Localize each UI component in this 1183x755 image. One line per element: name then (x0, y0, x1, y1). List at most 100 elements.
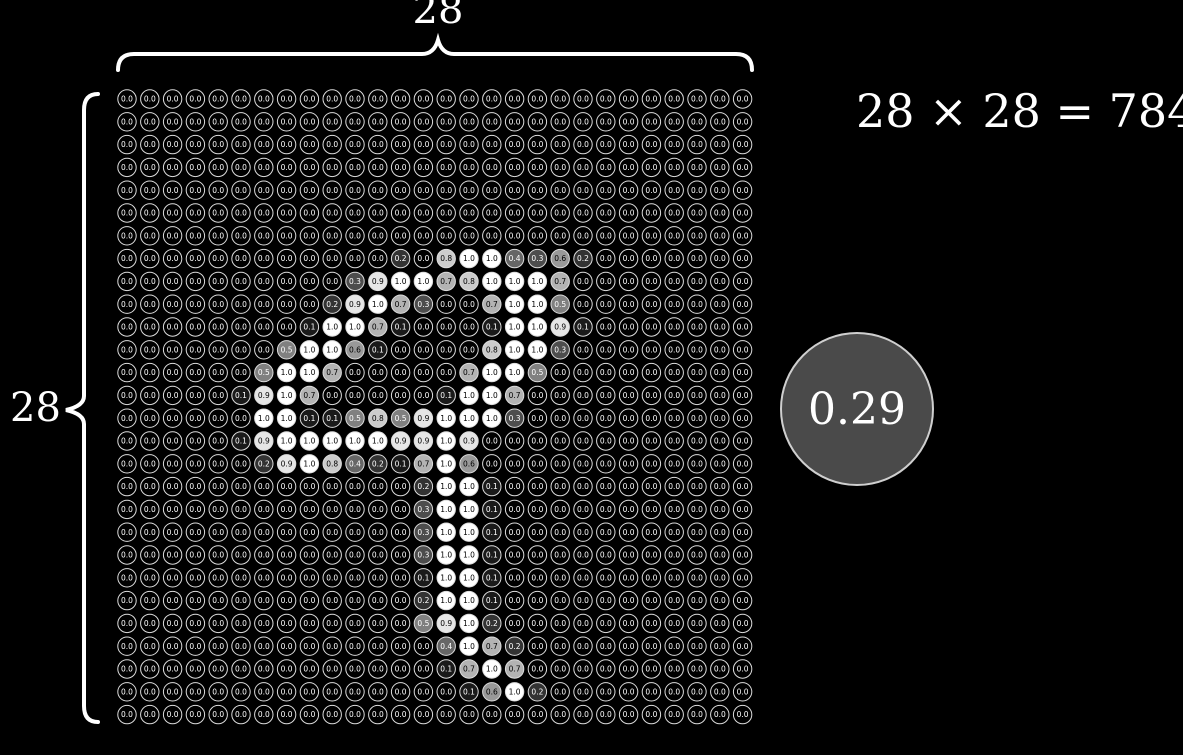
pixel-neuron-value: 0.0 (623, 687, 635, 696)
pixel-neuron-value: 0.0 (417, 368, 429, 377)
pixel-neuron (276, 226, 297, 246)
pixel-neuron-value: 0.0 (600, 414, 612, 423)
pixel-neuron-value: 0.0 (600, 277, 612, 286)
pixel-neuron (208, 203, 228, 223)
pixel-neuron (664, 408, 684, 428)
pixel-neuron-value: 0.6 (463, 459, 475, 468)
pixel-neuron (208, 522, 228, 542)
pixel-neuron (732, 522, 753, 542)
pixel-neuron-value: 0.0 (645, 459, 657, 468)
pixel-neuron (276, 659, 297, 679)
pixel-neuron (322, 590, 342, 611)
pixel-neuron (254, 613, 274, 634)
pixel-neuron-value: 0.0 (668, 642, 680, 651)
pixel-neuron-value: 0.0 (121, 665, 133, 674)
pixel-neuron-value: 0.9 (554, 323, 566, 332)
pixel-neuron-value: 0.0 (600, 163, 612, 172)
pixel-neuron-value: 0.0 (554, 505, 566, 514)
pixel-neuron (550, 408, 570, 428)
pixel-neuron-value: 0.0 (372, 95, 384, 104)
pixel-neuron-value: 0.5 (395, 414, 407, 423)
pixel-neuron (596, 499, 616, 520)
pixel-neuron-value: 0.3 (417, 505, 429, 514)
pixel-neuron (550, 248, 570, 269)
pixel-neuron (596, 568, 616, 588)
pixel-neuron-value: 0.0 (623, 345, 635, 354)
pixel-neuron-value: 0.0 (121, 391, 133, 400)
pixel-neuron-value: 0.0 (600, 186, 612, 195)
pixel-neuron-value: 0.0 (144, 710, 156, 719)
pixel-neuron-value: 0.0 (463, 323, 475, 332)
pixel-neuron (459, 248, 479, 269)
pixel-neuron (664, 476, 684, 497)
pixel-neuron-value: 0.0 (714, 163, 726, 172)
pixel-neuron-value: 0.0 (509, 163, 521, 172)
pixel-neuron (664, 613, 684, 634)
pixel-neuron-value: 0.0 (600, 642, 612, 651)
pixel-neuron-value: 0.0 (303, 209, 315, 218)
pixel-neuron (482, 454, 502, 474)
pixel-neuron-value: 0.0 (235, 117, 247, 126)
pixel-neuron-value: 0.0 (395, 642, 407, 651)
pixel-neuron-value: 0.0 (668, 459, 680, 468)
pixel-neuron-value: 0.0 (303, 619, 315, 628)
pixel-neuron-value: 0.0 (372, 665, 384, 674)
pixel-neuron (276, 134, 297, 155)
pixel-neuron-value: 0.0 (121, 687, 133, 696)
pixel-neuron-value: 0.9 (463, 437, 475, 446)
pixel-neuron-value: 0.0 (258, 277, 270, 286)
pixel-neuron-value: 0.0 (600, 254, 612, 263)
pixel-neuron-value: 0.0 (668, 505, 680, 514)
pixel-neuron (687, 248, 707, 269)
pixel-neuron-value: 1.0 (440, 528, 452, 537)
pixel-neuron-value: 0.0 (212, 231, 224, 240)
pixel-neuron (732, 134, 753, 155)
pixel-neuron (254, 180, 274, 200)
pixel-neuron (436, 454, 456, 474)
pixel-neuron-value: 0.0 (167, 186, 179, 195)
pixel-neuron (231, 226, 251, 246)
pixel-neuron-value: 0.0 (417, 323, 429, 332)
pixel-neuron-value: 0.0 (623, 437, 635, 446)
pixel-neuron (345, 408, 365, 428)
pixel-neuron (527, 636, 548, 656)
pixel-neuron (664, 590, 684, 611)
pixel-neuron (550, 89, 570, 109)
pixel-neuron (140, 294, 160, 314)
pixel-neuron (162, 454, 183, 474)
pixel-neuron-value: 1.0 (440, 573, 452, 582)
pixel-neuron-value: 0.0 (691, 505, 703, 514)
pixel-neuron (162, 613, 183, 634)
pixel-neuron-value: 1.0 (509, 687, 521, 696)
pixel-neuron (732, 89, 753, 109)
pixel-neuron (664, 568, 684, 588)
pixel-neuron-value: 0.0 (212, 140, 224, 149)
pixel-neuron (504, 454, 525, 474)
pixel-neuron-value: 0.0 (189, 619, 201, 628)
pixel-neuron (527, 248, 548, 269)
pixel-neuron-value: 0.7 (486, 642, 498, 651)
pixel-neuron (596, 385, 616, 406)
pixel-neuron-value: 0.0 (395, 140, 407, 149)
pixel-neuron-value: 0.0 (167, 117, 179, 126)
pixel-neuron (345, 636, 365, 656)
pixel-neuron-value: 0.0 (440, 186, 452, 195)
pixel-neuron-value: 0.0 (531, 209, 543, 218)
pixel-neuron-value: 0.0 (577, 391, 589, 400)
pixel-neuron (390, 248, 411, 269)
pixel-neuron-value: 0.9 (281, 459, 293, 468)
pixel-neuron-value: 0.0 (326, 528, 338, 537)
pixel-neuron-value: 0.0 (737, 163, 749, 172)
pixel-neuron-value: 0.0 (486, 186, 498, 195)
pixel-neuron-value: 0.0 (645, 505, 657, 514)
pixel-neuron (162, 408, 183, 428)
pixel-neuron (687, 157, 707, 178)
pixel-neuron (140, 248, 160, 269)
pixel-neuron (573, 248, 593, 269)
pixel-neuron-value: 0.0 (486, 140, 498, 149)
pixel-neuron (413, 203, 434, 223)
pixel-neuron-value: 0.0 (349, 665, 361, 674)
pixel-neuron (413, 134, 434, 155)
pixel-neuron (436, 180, 456, 200)
